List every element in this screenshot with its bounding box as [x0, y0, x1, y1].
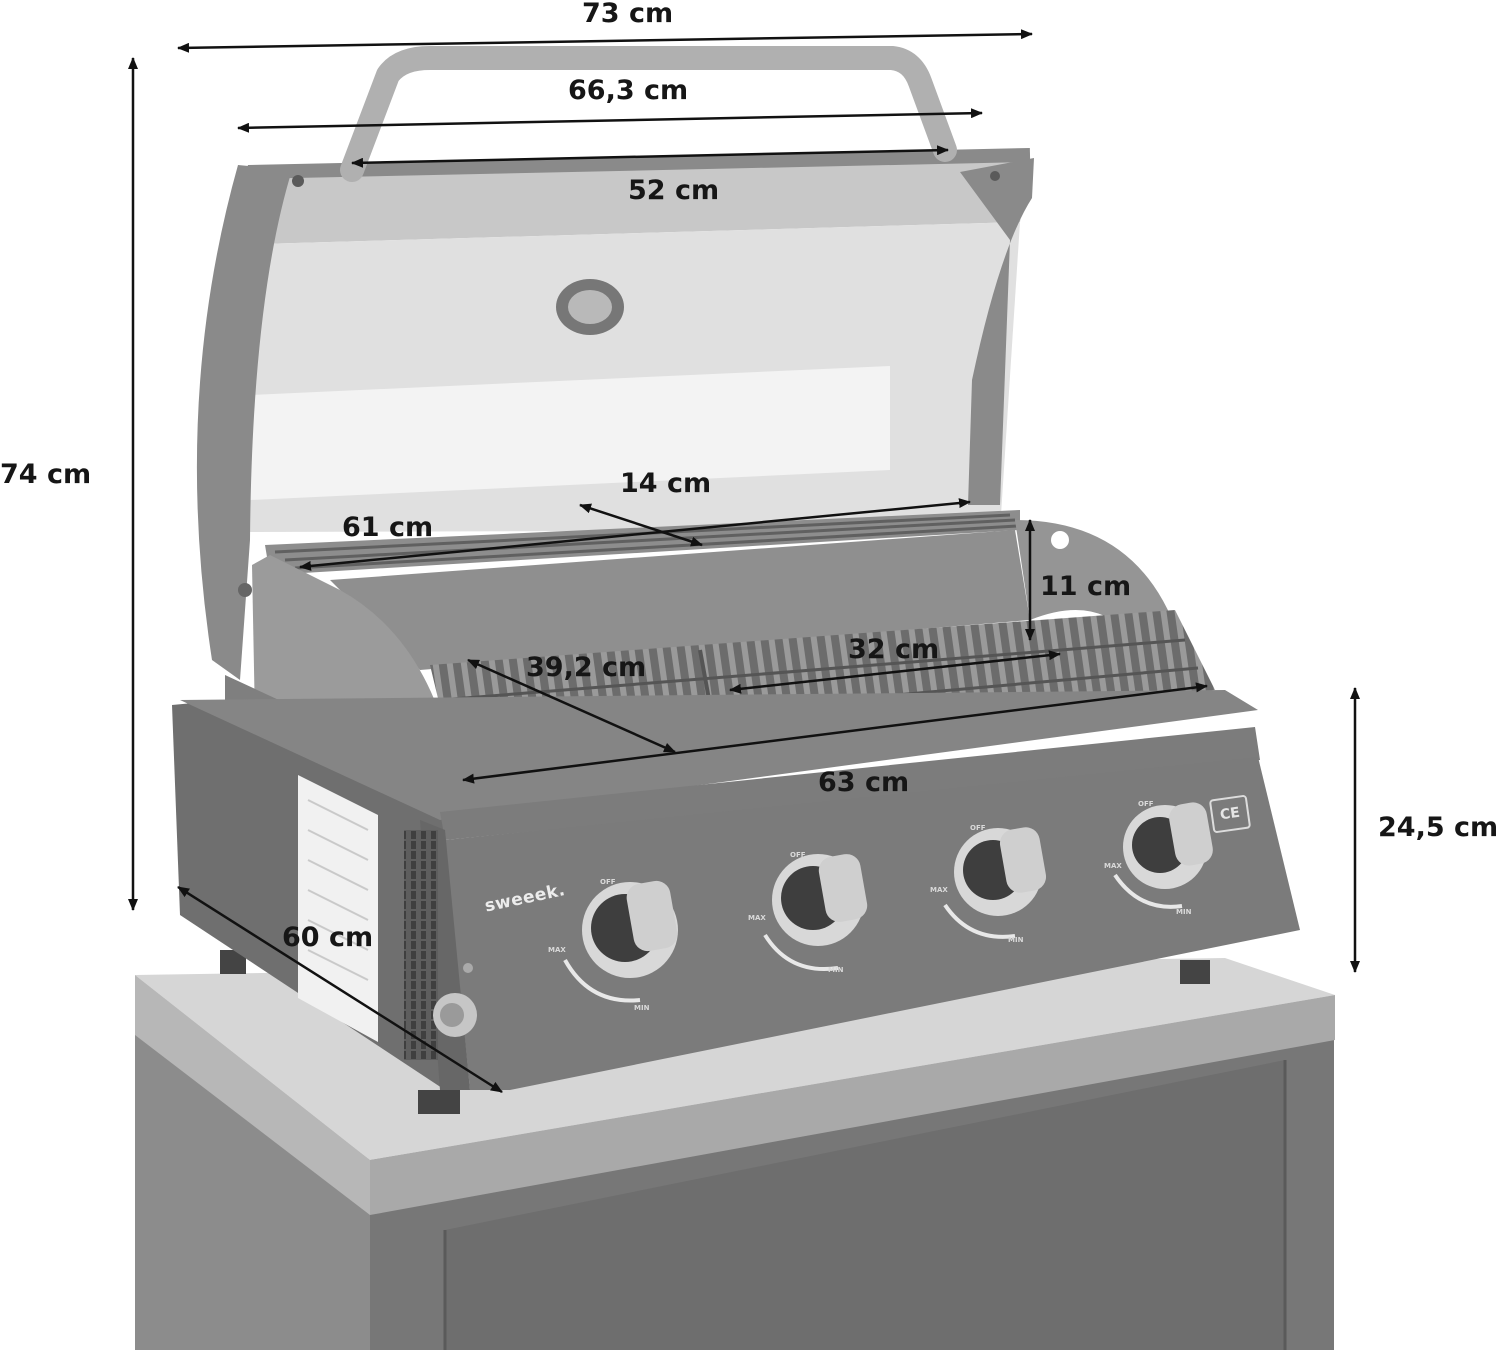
label-total-width: 73 cm — [582, 0, 674, 29]
dim-line-total-width — [177, 29, 1033, 53]
dim-line-body-depth — [177, 885, 503, 1094]
knob-off-label: OFF — [790, 851, 806, 859]
burner-knob[interactable] — [563, 879, 680, 1003]
label-warming-rack-width: 61 cm — [342, 512, 434, 543]
dim-line-lid-width — [237, 108, 983, 133]
label-grill-width: 63 cm — [818, 767, 910, 798]
knob-min-label: MIN — [828, 966, 844, 974]
knob-off-label: OFF — [600, 878, 616, 886]
label-total-height: 74 cm — [0, 459, 92, 490]
label-body-height: 24,5 cm — [1378, 812, 1499, 843]
burner-knob[interactable] — [943, 825, 1048, 939]
label-grill-half-width: 32 cm — [848, 634, 940, 665]
dim-line-warming-rack-depth — [579, 503, 703, 547]
label-warming-rack-depth: 14 cm — [620, 468, 712, 499]
label-lid-width: 66,3 cm — [568, 75, 689, 106]
knob-min-label: MIN — [1008, 936, 1024, 944]
knob-max-label: MAX — [1104, 862, 1122, 870]
knob-min-label: MIN — [634, 1004, 650, 1012]
burner-knob[interactable] — [1113, 800, 1215, 909]
knob-off-label: OFF — [970, 824, 986, 832]
knob-off-label: OFF — [1138, 800, 1154, 808]
dim-line-handle-width — [351, 145, 949, 168]
knob-max-label: MAX — [548, 946, 566, 954]
ce-mark: CE — [1208, 794, 1252, 834]
knob-max-label: MAX — [748, 914, 766, 922]
label-body-depth: 60 cm — [282, 922, 374, 953]
dim-line-grill-width — [462, 682, 1208, 784]
knob-min-label: MIN — [1176, 908, 1192, 916]
label-grill-depth: 39,2 cm — [526, 652, 647, 683]
dimension-lines — [128, 29, 1360, 1094]
knob-max-label: MAX — [930, 886, 948, 894]
lid-handle — [340, 46, 957, 182]
label-warming-rack-height: 11 cm — [1040, 571, 1132, 602]
burner-knob[interactable] — [763, 852, 869, 971]
lid — [196, 148, 1034, 680]
label-handle-width: 52 cm — [628, 175, 720, 206]
